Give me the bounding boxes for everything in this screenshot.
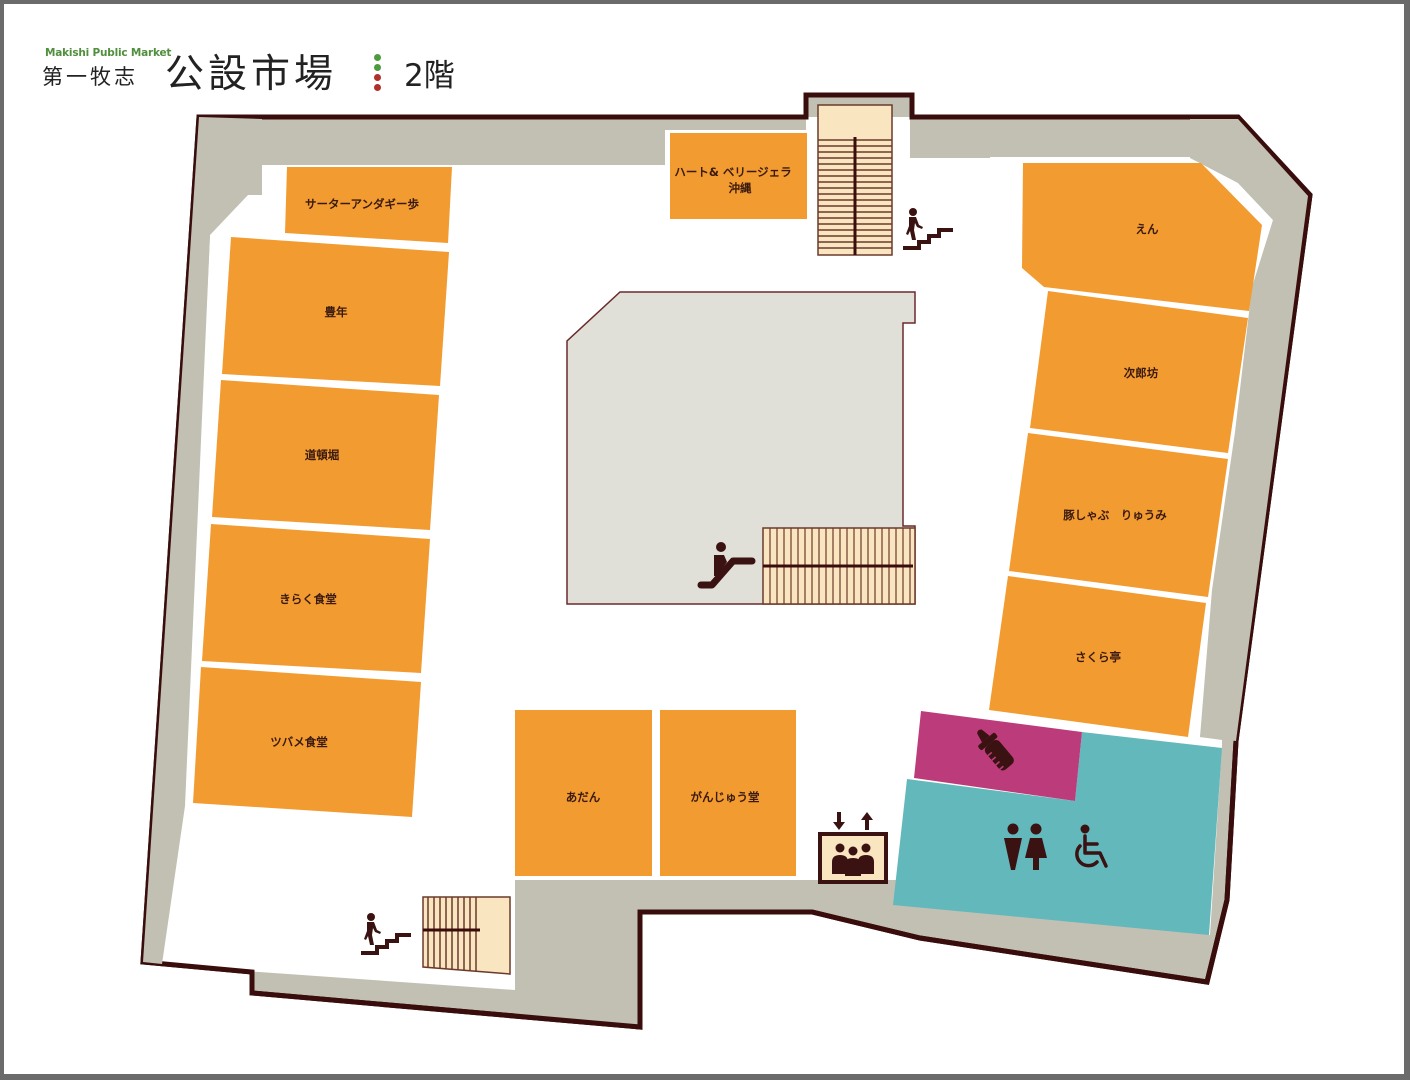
svg-text:えん: えん xyxy=(1136,222,1159,236)
brand-japanese: 第一牧志 xyxy=(42,65,138,89)
stairwell-bottom xyxy=(422,896,511,975)
svg-text:あだん: あだん xyxy=(566,790,601,804)
floor-label: 2階 xyxy=(404,58,455,94)
svg-text:豊年: 豊年 xyxy=(325,305,348,319)
svg-text:がんじゅう堂: がんじゅう堂 xyxy=(691,790,760,804)
svg-text:道頓堀: 道頓堀 xyxy=(305,448,340,462)
svg-text:ツバメ食堂: ツバメ食堂 xyxy=(270,735,328,749)
shop-kiraku[interactable]: きらく食堂 xyxy=(202,524,430,673)
svg-text:さくら亭: さくら亭 xyxy=(1075,650,1121,664)
svg-text:沖縄: 沖縄 xyxy=(729,181,752,195)
shop-ganjuudou[interactable]: がんじゅう堂 xyxy=(660,710,796,876)
svg-text:ハート& ベリージェラ: ハート& ベリージェラ xyxy=(674,165,791,179)
shop-en[interactable]: えん xyxy=(1022,163,1262,311)
stairs-icon xyxy=(903,208,953,250)
divider-dots xyxy=(374,54,382,94)
shop-adan[interactable]: あだん xyxy=(515,710,652,876)
shop-doutonbori[interactable]: 道頓堀 xyxy=(212,380,439,530)
shop-butashabu[interactable]: 豚しゃぶ りゅうみ xyxy=(1009,433,1228,597)
shop-tsubame[interactable]: ツバメ食堂 xyxy=(193,667,421,817)
atrium-void xyxy=(566,291,916,605)
escalator-icon xyxy=(697,542,756,589)
shop-jiroubou[interactable]: 次郎坊 xyxy=(1030,291,1248,453)
svg-text:サーターアンダギー歩: サーターアンダギー歩 xyxy=(305,197,420,211)
map-frame: サーターアンダギー歩 豊年 道頓堀 きらく食堂 ツバメ食堂 ハート& ベリージェ… xyxy=(4,4,1404,1074)
shop-hounen[interactable]: 豊年 xyxy=(222,237,449,386)
svg-text:きらく食堂: きらく食堂 xyxy=(279,592,337,606)
svg-text:豚しゃぶ りゅうみ: 豚しゃぶ りゅうみ xyxy=(1063,508,1167,522)
floor-plan: サーターアンダギー歩 豊年 道頓堀 きらく食堂 ツバメ食堂 ハート& ベリージェ… xyxy=(140,92,1313,1030)
escalator xyxy=(762,527,916,605)
shop-sata-andagi[interactable]: サーターアンダギー歩 xyxy=(285,167,452,243)
stairs-icon xyxy=(361,913,411,955)
baby-bottle-icon xyxy=(977,729,1014,771)
brand-english: Makishi Public Market xyxy=(45,47,172,59)
stairwell-top xyxy=(817,104,893,256)
svg-text:次郎坊: 次郎坊 xyxy=(1124,366,1159,380)
shop-sakuratei[interactable]: さくら亭 xyxy=(989,576,1206,737)
elevator-icon xyxy=(818,812,888,884)
market-title: 公設市場 xyxy=(165,52,338,97)
wheelchair-icon xyxy=(1075,824,1108,868)
shop-heart-berry[interactable]: ハート& ベリージェラ 沖縄 xyxy=(670,133,807,219)
restroom-icon xyxy=(1004,823,1047,870)
restroom[interactable] xyxy=(893,732,1222,935)
